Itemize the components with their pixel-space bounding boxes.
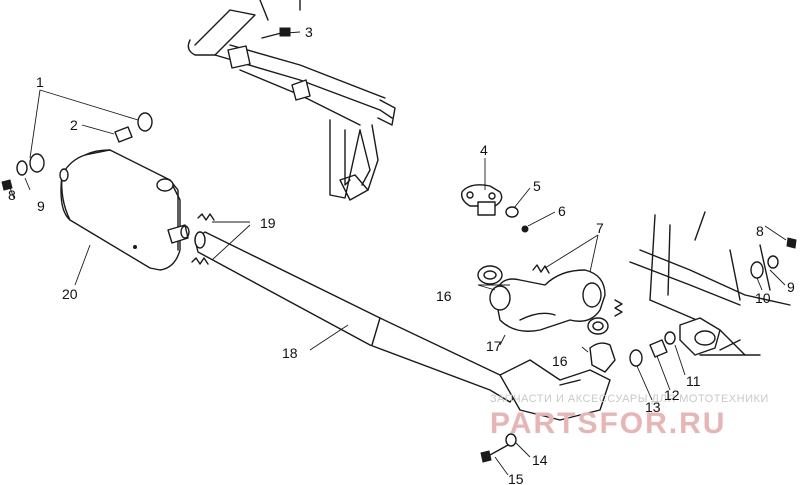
callout-9a: 9 — [37, 198, 45, 214]
washer-left — [16, 160, 28, 176]
grommet-center — [629, 349, 643, 367]
frame-upper — [187, 0, 396, 201]
bolt-bottom — [489, 444, 509, 456]
callout-9b: 9 — [787, 279, 795, 295]
callout-18: 18 — [282, 345, 298, 361]
callout-4: 4 — [480, 142, 488, 158]
spacer — [114, 126, 133, 143]
expansion-chamber — [489, 269, 616, 373]
callout-15: 15 — [508, 471, 524, 485]
callout-20: 20 — [62, 286, 78, 302]
washer-right — [767, 255, 779, 269]
grommet-upper — [137, 112, 153, 132]
callout-17: 17 — [486, 338, 502, 354]
muffler — [59, 149, 190, 271]
callout-8a: 8 — [8, 187, 16, 203]
nut-left — [1, 179, 13, 191]
frame-right — [629, 211, 791, 356]
callout-8b: 8 — [756, 223, 764, 239]
callout-19: 19 — [260, 215, 276, 231]
callout-1: 1 — [36, 74, 44, 90]
exhaust-flange — [460, 184, 529, 233]
callout-3: 3 — [305, 24, 313, 40]
callout-5: 5 — [533, 178, 541, 194]
washer-bottom — [505, 433, 517, 447]
callout-7: 7 — [596, 220, 604, 236]
callout-16a: 16 — [436, 288, 452, 304]
bolt-bottom-head — [480, 450, 492, 463]
gasket-upper-hole — [483, 270, 497, 280]
callout-10: 10 — [755, 290, 771, 306]
callout-2: 2 — [70, 117, 78, 133]
watermark-brand: PARTSFOR.RU — [490, 407, 726, 440]
spring-upper — [532, 264, 550, 274]
grommet-right — [750, 261, 764, 279]
gasket-lower — [587, 317, 609, 335]
leader-lines — [9, 31, 787, 476]
spacer-right — [649, 339, 668, 358]
gasket-lower-hole — [592, 321, 604, 331]
spring-muffler-lower — [191, 257, 209, 265]
callout-16b: 16 — [552, 353, 568, 369]
callout-14: 14 — [532, 452, 548, 468]
grommet-lower — [29, 153, 45, 173]
washer-center — [664, 331, 676, 345]
callout-11: 11 — [686, 373, 701, 389]
main-exhaust-pipe — [194, 231, 611, 421]
spring-muffler-upper — [197, 213, 215, 221]
watermark-tagline: ЗАПЧАСТИ И АКСЕССУАРЫ ДЛЯ МОТОТЕХНИКИ — [490, 393, 769, 405]
bolt-top-head — [279, 27, 291, 37]
callout-labels: 1 2 3 4 5 6 7 8 9 8 9 10 11 12 13 14 15 … — [8, 24, 795, 485]
callout-6: 6 — [558, 203, 566, 219]
callout-12: 12 — [664, 387, 680, 403]
nut-right — [786, 237, 797, 249]
gasket-upper — [477, 265, 503, 285]
spring-right — [614, 299, 623, 317]
callout-13: 13 — [645, 399, 661, 415]
